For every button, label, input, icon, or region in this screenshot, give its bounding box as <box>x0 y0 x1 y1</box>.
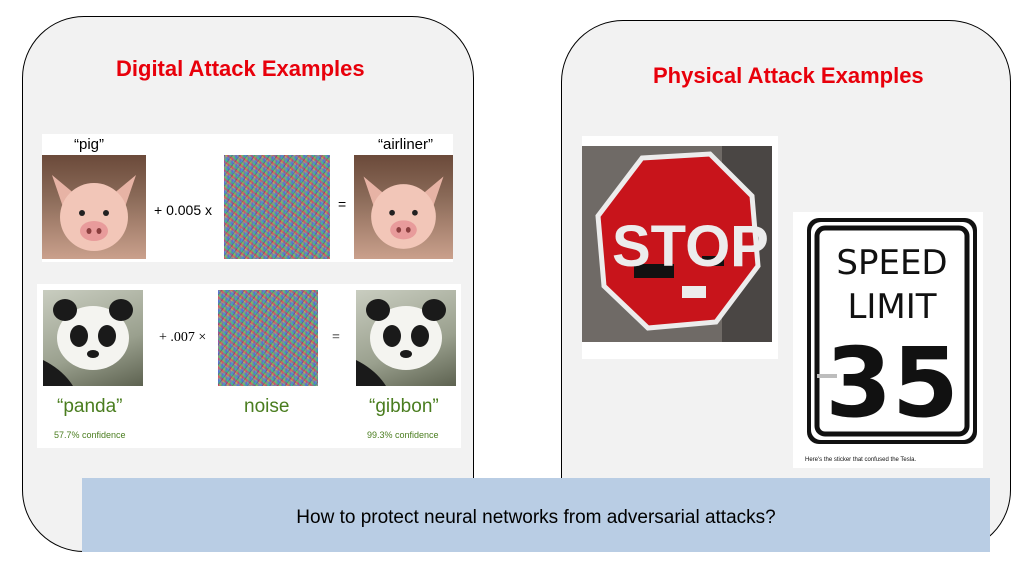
gibbon-label: “gibbon” <box>369 396 439 417</box>
pig-example-strip: “pig” “airliner” + 0.005 x = <box>42 134 453 262</box>
panda-multiplier: + .007 × <box>159 330 207 345</box>
question-banner: How to protect neural networks from adve… <box>82 478 990 552</box>
speed-sign-line1: SPEED <box>836 243 947 283</box>
pig-image <box>42 155 146 259</box>
airliner-pig-image <box>354 155 453 259</box>
panda-example-strip: + .007 × = “panda” noise “gibbon” 57.7% … <box>37 284 461 448</box>
gibbon-confidence: 99.3% confidence <box>367 430 439 440</box>
gibbon-panda-image <box>356 290 456 386</box>
speed-limit-sign-photo: SPEED LIMIT 35 Here's the sticker that c… <box>793 212 983 468</box>
speed-sign-number: 35 <box>825 327 959 439</box>
speed-sign-line2: LIMIT <box>847 287 936 327</box>
digital-attack-title: Digital Attack Examples <box>116 56 365 81</box>
pig-equals: = <box>338 196 347 212</box>
airliner-label: “airliner” <box>378 136 434 153</box>
question-text: How to protect neural networks from adve… <box>296 507 776 528</box>
panda-label: “panda” <box>57 396 123 417</box>
stop-sign-photo: STOP <box>582 136 778 359</box>
stop-sign-text: STOP <box>612 214 769 279</box>
pig-noise-image <box>224 155 330 259</box>
tesla-caption: Here's the sticker that confused the Tes… <box>805 457 917 463</box>
pig-label: “pig” <box>74 136 105 153</box>
noise-label: noise <box>244 396 290 417</box>
panda-equals: = <box>332 330 340 345</box>
panda-image <box>43 290 143 386</box>
panda-confidence: 57.7% confidence <box>54 430 126 440</box>
physical-attack-title: Physical Attack Examples <box>653 63 924 88</box>
panda-noise-image <box>218 290 318 386</box>
pig-multiplier: + 0.005 x <box>154 202 212 218</box>
